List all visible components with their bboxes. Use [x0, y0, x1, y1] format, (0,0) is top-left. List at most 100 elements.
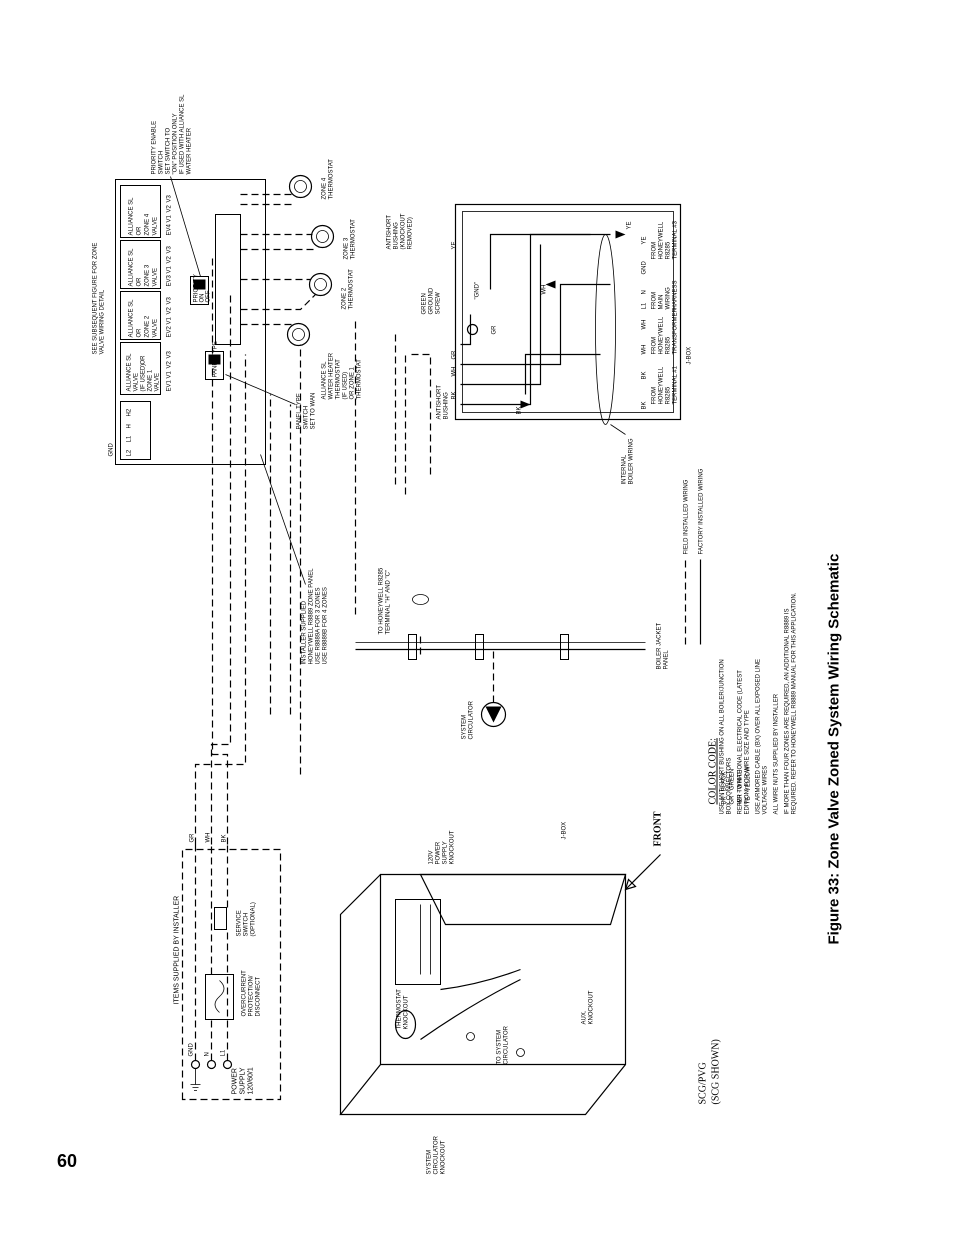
legend-field: FIELD INSTALLED WIRING — [684, 479, 690, 554]
svg-text:ANTISHORT: ANTISHORT — [387, 215, 393, 250]
jbox-title: J-BOX — [687, 347, 693, 365]
gnd-label: GND — [109, 443, 115, 457]
svg-text:BOILER JACKET: BOILER JACKET — [657, 622, 663, 669]
power-supply-label: POWER SUPPLY 120/60/1 — [232, 1067, 255, 1094]
antishort-top-label: ANTISHORT BUSHING (KNOCKOUT REMOVED) — [387, 213, 414, 249]
svg-text:BOX CONNECTORS: BOX CONNECTORS — [727, 758, 733, 815]
svg-text:ZONE 4: ZONE 4 — [145, 213, 151, 235]
svg-text:HONEYWELL: HONEYWELL — [659, 221, 665, 259]
svg-text:ZONE 2: ZONE 2 — [342, 287, 348, 309]
from-honeywell-transformer: FROM HONEYWELL R8285 TRANSFORMER — [652, 308, 679, 355]
svg-text:(IF USED): (IF USED) — [141, 364, 147, 392]
from-honeywell-terminal-3: FROM HONEYWELL R8285 TERMINAL #3 — [652, 220, 679, 259]
svg-text:(IF USED): (IF USED) — [343, 372, 349, 400]
svg-text:YE - YELLOW: YE - YELLOW — [746, 766, 752, 805]
service-switch-label: SERVICE SWITCH (OPTIONAL) — [237, 902, 257, 936]
field-wiring — [194, 254, 432, 845]
svg-text:BUSHING: BUSHING — [394, 222, 400, 250]
thermostat-1-icon — [286, 322, 311, 347]
zone-panel-supplied-note: INSTALLER SUPPLIED HONEYWELL R8889 ZONE … — [302, 568, 329, 665]
svg-text:TO HONEYWELL R8285: TO HONEYWELL R8285 — [379, 567, 385, 634]
power-knockout-label: 120V POWER SUPPLY KNOCKOUT — [429, 830, 456, 864]
svg-text:V2: V2 — [167, 255, 173, 263]
svg-text:EV4: EV4 — [167, 223, 173, 235]
svg-text:BK: BK — [642, 371, 648, 379]
priority-switch-label: PRIORITY ENABLE SWITCH SET SWITCH TO "ON… — [152, 94, 193, 175]
svg-text:V3: V3 — [167, 194, 173, 202]
svg-text:INSTALLER SUPPLIED: INSTALLER SUPPLIED — [302, 600, 308, 664]
internal-wiring-label: INTERNAL BOILER WIRING — [622, 438, 635, 484]
jbox-wire-ye-top: YE — [452, 241, 458, 249]
see-subsequent-note: SEE SUBSEQUENT FIGURE FOR ZONE VALVE WIR… — [93, 243, 106, 355]
svg-text:DISCONNECT: DISCONNECT — [256, 976, 262, 1016]
svg-text:OFF: OFF — [206, 290, 212, 302]
svg-text:THERMOSTAT: THERMOSTAT — [351, 219, 357, 260]
terminal-n: N — [205, 1052, 211, 1056]
svg-text:TO SYSTEM: TO SYSTEM — [497, 1030, 503, 1065]
svg-text:L1: L1 — [642, 302, 648, 309]
power-supply-section: ITEMS SUPPLIED BY INSTALLER POWER SUPPLY… — [174, 833, 282, 1101]
svg-text:KNOCKOUT: KNOCKOUT — [450, 830, 456, 864]
svg-text:120/60/1: 120/60/1 — [248, 1067, 255, 1094]
svg-text:EV3: EV3 — [167, 274, 173, 286]
wire-arrow-ye-icon — [615, 230, 626, 239]
boiler-model-label: SCG/PVG (SCG SHOWN) — [698, 1039, 722, 1104]
jbox-panel: J-BOX ANTISHORT BUSHING (KNOCKOUT REMOVE… — [387, 203, 693, 485]
svg-text:SERVICE: SERVICE — [237, 910, 243, 936]
svg-text:ALLIANCE SL: ALLIANCE SL — [129, 197, 135, 236]
svg-text:FROM: FROM — [652, 292, 658, 310]
svg-text:USE R8889A FOR 3 ZONES: USE R8889A FOR 3 ZONES — [316, 587, 322, 664]
cable — [440, 968, 521, 991]
overcurrent-protection-box — [205, 974, 234, 1020]
svg-text:OVERCURRENT: OVERCURRENT — [242, 970, 248, 1017]
svg-text:REQUIRED. REFER TO HONEYWELL R: REQUIRED. REFER TO HONEYWELL R8889 MANUA… — [792, 592, 798, 814]
svg-text:FROM: FROM — [652, 242, 658, 260]
svg-text:SCG/PVG: SCG/PVG — [698, 1062, 709, 1104]
svg-text:V1: V1 — [167, 214, 173, 222]
svg-text:WATER HEATER: WATER HEATER — [187, 127, 193, 174]
service-switch-icon — [214, 907, 227, 930]
svg-text:GR - GREEN: GR - GREEN — [730, 769, 736, 805]
svg-text:POWER: POWER — [436, 841, 442, 864]
thermostat-2-icon — [308, 272, 333, 297]
thermostat-terminal-strip — [215, 214, 241, 345]
svg-text:WH: WH — [642, 345, 648, 355]
jbox-wire-bk-top: BK — [452, 391, 458, 399]
svg-text:GREEN: GREEN — [422, 293, 428, 314]
thermostat-knockout-label: THERMOSTAT KNOCKOUT — [397, 989, 410, 1030]
thermostat-4: ZONE 4 THERMOSTAT — [288, 159, 335, 200]
svg-text:N: N — [642, 290, 648, 294]
wire-label-gr: GR — [190, 833, 196, 843]
color-code: COLOR CODE: BK - BLACK GR - GREEN WH - W… — [708, 738, 752, 804]
to-circulator-label: TO SYSTEM CIRCULATOR — [497, 1025, 510, 1064]
svg-text:YE: YE — [642, 236, 648, 244]
panel-type-switch-icon: PANEL TYPE — [205, 341, 224, 380]
svg-text:L2: L2 — [127, 449, 133, 456]
svg-text:ZONE 3: ZONE 3 — [145, 264, 151, 286]
svg-text:ZONE 2: ZONE 2 — [145, 315, 151, 337]
svg-text:OR: OR — [141, 355, 147, 365]
svg-text:FROM: FROM — [652, 387, 658, 405]
svg-text:R8285: R8285 — [666, 241, 672, 259]
boiler-body — [339, 873, 627, 1116]
zone-panel: INSTALLER SUPPLIED HONEYWELL R8889 ZONE … — [93, 94, 329, 665]
svg-text:MAIN: MAIN — [659, 295, 665, 310]
svg-text:WATER HEATER: WATER HEATER — [329, 352, 335, 399]
ground-symbol-icon — [190, 1068, 201, 1091]
zone-valve-block-2: EV2 V1 V2 V3 ALLIANCE SL OR ZONE 2 VALVE — [120, 291, 173, 340]
aux-knockout-label: AUX. KNOCKOUT — [582, 990, 595, 1024]
svg-text:ALLIANCE SL: ALLIANCE SL — [129, 248, 135, 287]
svg-text:BK - BLACK: BK - BLACK — [722, 771, 728, 804]
wire-arrow-wh-icon — [545, 280, 556, 289]
terminal-l1: L1 — [221, 1049, 227, 1056]
svg-text:EV2: EV2 — [167, 325, 173, 337]
wire-arrow-bk-icon — [520, 400, 531, 409]
thermostats: ALLIANCE SL WATER HEATER THERMOSTAT (IF … — [240, 159, 363, 400]
boiler-illustration: SCG/PVG (SCG SHOWN) FRONT 120V POWER SUP… — [339, 811, 722, 1175]
svg-text:REMOVED): REMOVED) — [408, 217, 414, 249]
circulator-knockout-label: SYSTEM CIRCULATOR KNOCKOUT — [427, 1135, 447, 1174]
svg-text:R8285: R8285 — [666, 336, 672, 354]
svg-text:H: H — [127, 424, 133, 428]
svg-text:SWITCH: SWITCH — [304, 406, 310, 430]
thermostat-3: ZONE 3 THERMOSTAT — [310, 219, 357, 260]
